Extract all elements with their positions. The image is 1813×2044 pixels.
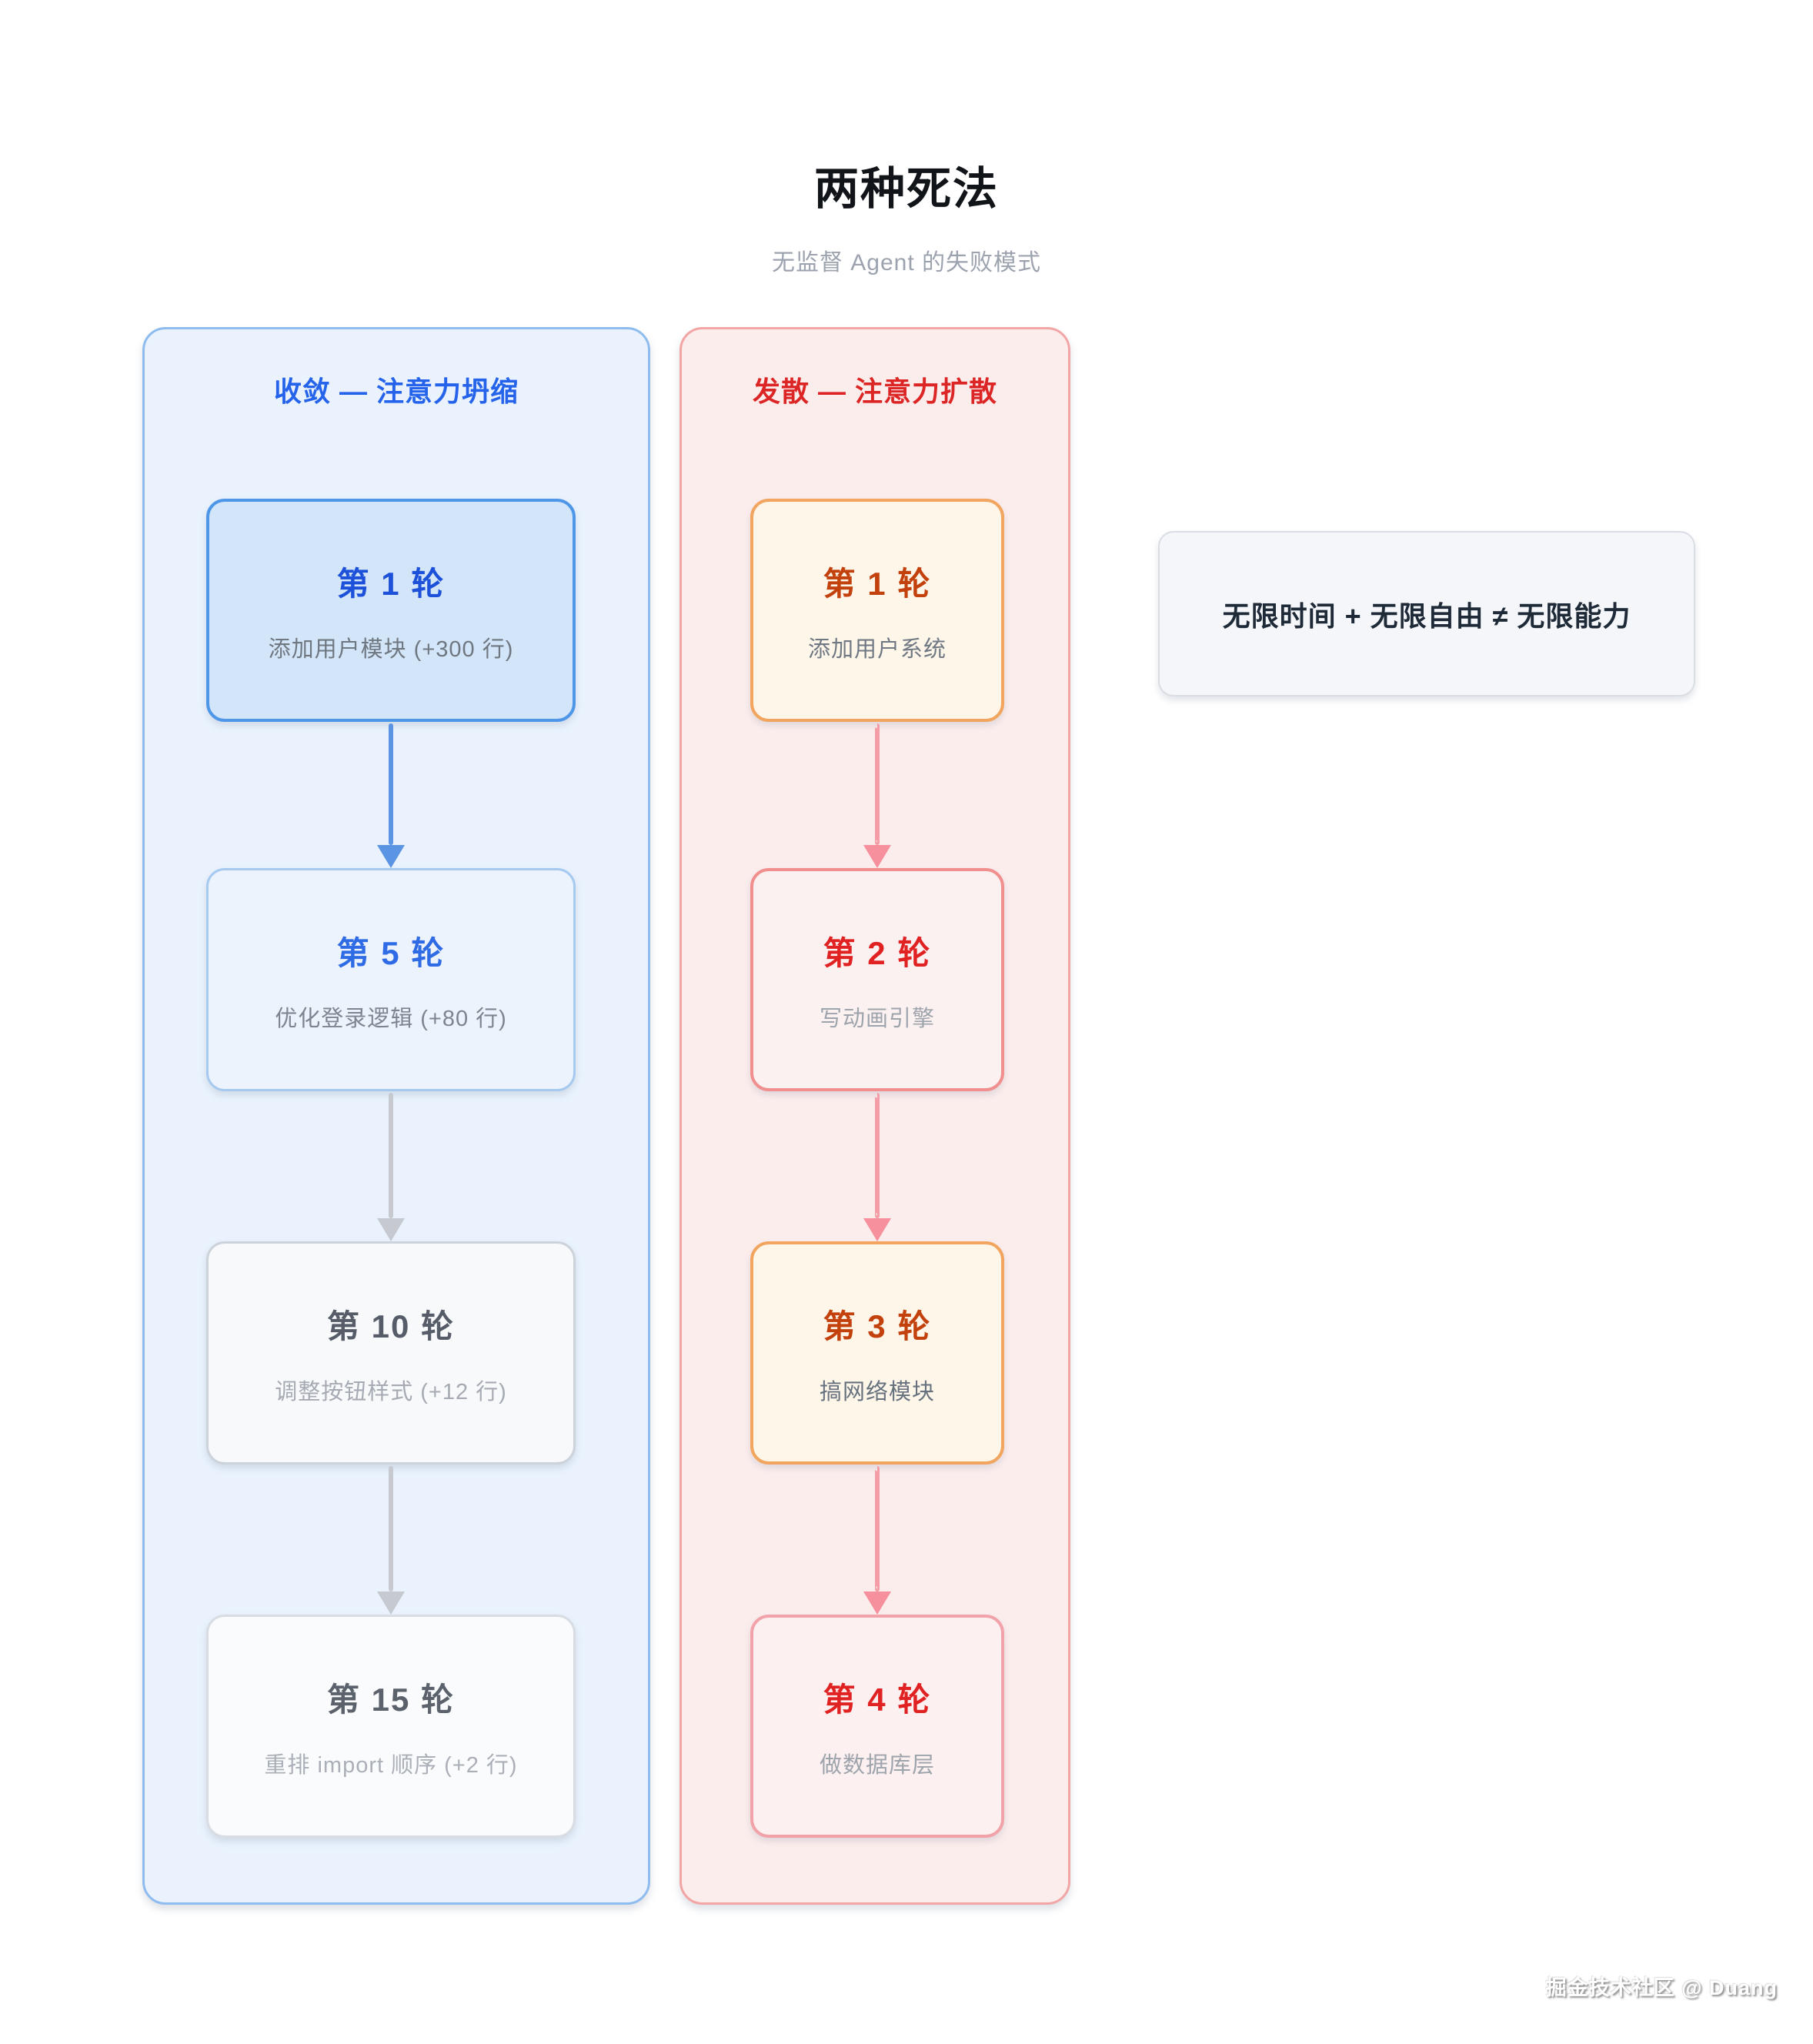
- arrow-line: [875, 1466, 880, 1591]
- arrow-line: [875, 723, 880, 845]
- divergence-round-3-box: 第 3 轮 搞网络模块: [750, 1241, 1004, 1465]
- round-desc: 添加用户模块 (+300 行): [268, 636, 514, 662]
- arrow-line: [389, 723, 393, 845]
- panel-convergence: 收敛 — 注意力坍缩 第 1 轮 添加用户模块 (+300 行) 第 5 轮 优…: [142, 327, 650, 1905]
- convergence-round-1-box: 第 1 轮 添加用户模块 (+300 行): [206, 499, 576, 722]
- arrow-head: [377, 1591, 405, 1615]
- arrow-line: [875, 1093, 880, 1218]
- round-title: 第 2 轮: [823, 934, 932, 971]
- round-title: 第 10 轮: [326, 1308, 456, 1344]
- convergence-round-5-box: 第 5 轮 优化登录逻辑 (+80 行): [206, 868, 576, 1091]
- down-arrow-dashed-pink: [863, 1466, 891, 1615]
- round-title: 第 1 轮: [823, 565, 932, 602]
- watermark-credit: 掘金技术社区 @ Duang: [1545, 1976, 1778, 1999]
- round-desc: 写动画引擎: [819, 1006, 935, 1031]
- page-title: 两种死法: [813, 164, 999, 214]
- down-arrow-solid-blue: [377, 723, 405, 868]
- round-title: 第 3 轮: [823, 1308, 932, 1344]
- round-desc: 重排 import 顺序 (+2 行): [264, 1752, 518, 1778]
- round-desc: 优化登录逻辑 (+80 行): [275, 1006, 507, 1031]
- panel-divergence-header: 发散 — 注意力扩散: [752, 376, 997, 407]
- round-title: 第 4 轮: [823, 1681, 932, 1718]
- page-subtitle: 无监督 Agent 的失败模式: [771, 250, 1042, 276]
- round-title: 第 15 轮: [326, 1681, 456, 1718]
- round-desc: 调整按钮样式 (+12 行): [275, 1379, 507, 1404]
- panel-convergence-header: 收敛 — 注意力坍缩: [273, 376, 519, 407]
- down-arrow-solid-gray: [377, 1093, 405, 1241]
- divergence-round-4-box: 第 4 轮 做数据库层: [750, 1615, 1004, 1838]
- panel-divergence: 发散 — 注意力扩散 第 1 轮 添加用户系统 第 2 轮 写动画引擎 第 3 …: [679, 327, 1070, 1905]
- arrow-line: [389, 1093, 393, 1218]
- arrow-head: [863, 1591, 891, 1615]
- arrow-head: [863, 845, 891, 868]
- arrow-head: [377, 845, 405, 868]
- round-desc: 搞网络模块: [819, 1379, 935, 1404]
- convergence-round-15-box: 第 15 轮 重排 import 顺序 (+2 行): [206, 1615, 576, 1838]
- arrow-line: [389, 1466, 393, 1591]
- round-desc: 做数据库层: [819, 1752, 935, 1778]
- round-title: 第 5 轮: [336, 934, 446, 971]
- down-arrow-solid-gray: [377, 1466, 405, 1615]
- divergence-round-2-box: 第 2 轮 写动画引擎: [750, 868, 1004, 1091]
- divergence-round-1-box: 第 1 轮 添加用户系统: [750, 499, 1004, 722]
- takeaway-note-text: 无限时间 + 无限自由 ≠ 无限能力: [1222, 600, 1631, 632]
- round-title: 第 1 轮: [336, 565, 446, 602]
- takeaway-note-box: 无限时间 + 无限自由 ≠ 无限能力: [1158, 531, 1695, 696]
- arrow-head: [863, 1218, 891, 1241]
- down-arrow-dashed-pink: [863, 723, 891, 868]
- round-desc: 添加用户系统: [807, 636, 947, 662]
- convergence-round-10-box: 第 10 轮 调整按钮样式 (+12 行): [206, 1241, 576, 1465]
- arrow-head: [377, 1218, 405, 1241]
- down-arrow-dashed-pink: [863, 1093, 891, 1241]
